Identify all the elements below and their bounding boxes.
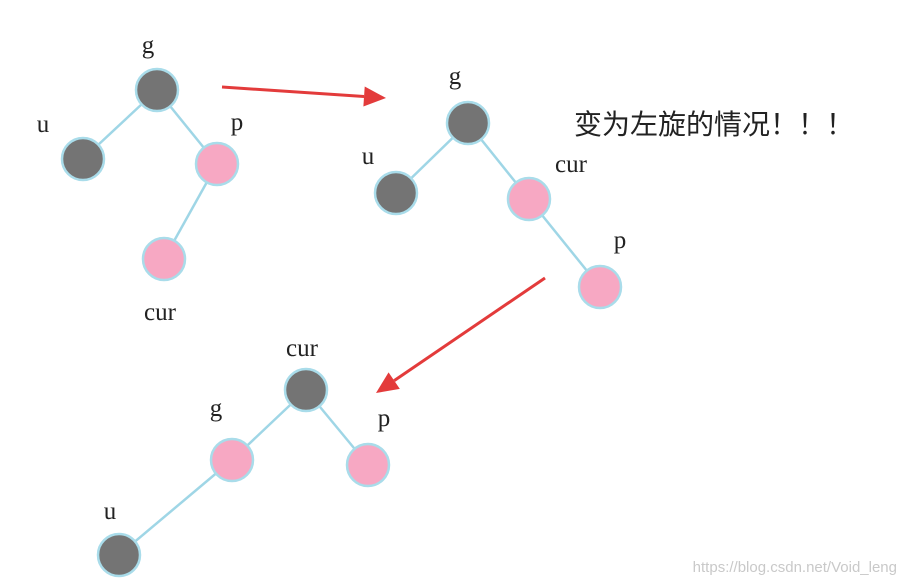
node-label-p: p <box>378 405 391 432</box>
tree-edge <box>118 459 233 556</box>
watermark-text: https://blog.csdn.net/Void_leng <box>693 559 897 576</box>
node-u-black <box>96 532 142 578</box>
node-label-g: g <box>142 32 155 59</box>
node-cur-red <box>506 176 552 222</box>
tree-after-left-rotation: cur g p u <box>96 335 391 578</box>
tree-original: g u p cur <box>37 32 244 326</box>
node-label-g: g <box>210 395 223 422</box>
transition-arrow <box>376 276 546 393</box>
node-p-red <box>345 442 391 488</box>
node-p-red <box>194 141 240 187</box>
node-p-red <box>577 264 623 310</box>
node-label-cur: cur <box>555 151 588 178</box>
node-g-black <box>445 100 491 146</box>
node-label-p: p <box>231 109 244 136</box>
node-label-u: u <box>104 498 117 525</box>
transition-arrow <box>221 85 386 107</box>
node-label-cur: cur <box>286 335 319 362</box>
node-label-p: p <box>614 227 627 254</box>
node-label-u: u <box>37 111 50 138</box>
node-cur-black <box>283 367 329 413</box>
node-cur-red <box>141 236 187 282</box>
node-g-red <box>209 437 255 483</box>
node-u-black <box>60 136 106 182</box>
node-u-black <box>373 170 419 216</box>
tree-after-first-rotation: g u cur p <box>362 63 627 310</box>
node-label-g: g <box>449 63 462 90</box>
node-label-cur: cur <box>144 299 177 326</box>
node-label-u: u <box>362 143 375 170</box>
node-g-black <box>134 67 180 113</box>
caption-text: 变为左旋的情况！！！ <box>574 108 854 141</box>
